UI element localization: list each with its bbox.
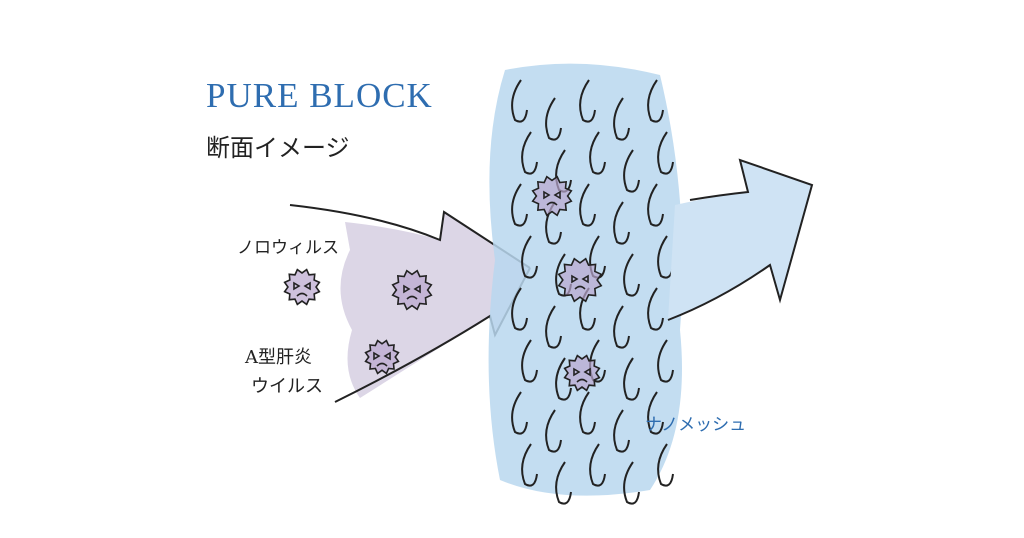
virus-icon [391, 269, 433, 311]
subtitle: 断面イメージ [206, 134, 350, 162]
mesh-loop [657, 131, 674, 175]
mesh-loop [521, 443, 538, 487]
mesh-loop [545, 305, 562, 349]
mesh-loop [613, 409, 630, 453]
virus-icon [283, 268, 321, 306]
mesh-loop [657, 339, 674, 383]
mesh-loop [647, 79, 664, 123]
mesh-loop [579, 183, 596, 227]
mesh-loop [647, 287, 664, 331]
mesh-loop [623, 357, 640, 401]
mesh-loop [521, 131, 538, 175]
norovirus-label: ノロウィルス [237, 238, 339, 258]
mesh-loop [647, 391, 664, 435]
nanomesh-label: ナノメッシュ [645, 415, 747, 435]
mesh-loop [555, 357, 572, 401]
virus-icon [563, 354, 601, 392]
mesh-loop [657, 443, 674, 487]
mesh-loop [623, 149, 640, 193]
mesh-loop [521, 235, 538, 279]
mesh-loop [511, 183, 528, 227]
virus-icon [531, 175, 573, 217]
hepatitis-a-label: A型肝炎 [245, 347, 312, 368]
mesh-loop [511, 79, 528, 123]
virus-icon [557, 257, 603, 303]
mesh-loop [647, 183, 664, 227]
title: PURE BLOCK [206, 76, 433, 115]
mesh-loop [555, 461, 572, 505]
mesh-loop [579, 391, 596, 435]
mesh-loop [613, 305, 630, 349]
mesh-loop [623, 253, 640, 297]
mesh-loop [511, 287, 528, 331]
hepatitis-a-label-line2: ウイルス [251, 376, 323, 397]
mesh-loop [579, 79, 596, 123]
mesh-loop [545, 97, 562, 141]
mesh-loop [613, 97, 630, 141]
virus-icon [364, 339, 400, 375]
mesh-loop [511, 391, 528, 435]
outgoing-arrow [667, 158, 814, 321]
mesh-loop [545, 409, 562, 453]
mesh-loop [589, 443, 606, 487]
mesh-loop [613, 201, 630, 245]
mesh-loop [589, 131, 606, 175]
mesh-loop [623, 461, 640, 505]
mesh-loop [521, 339, 538, 383]
